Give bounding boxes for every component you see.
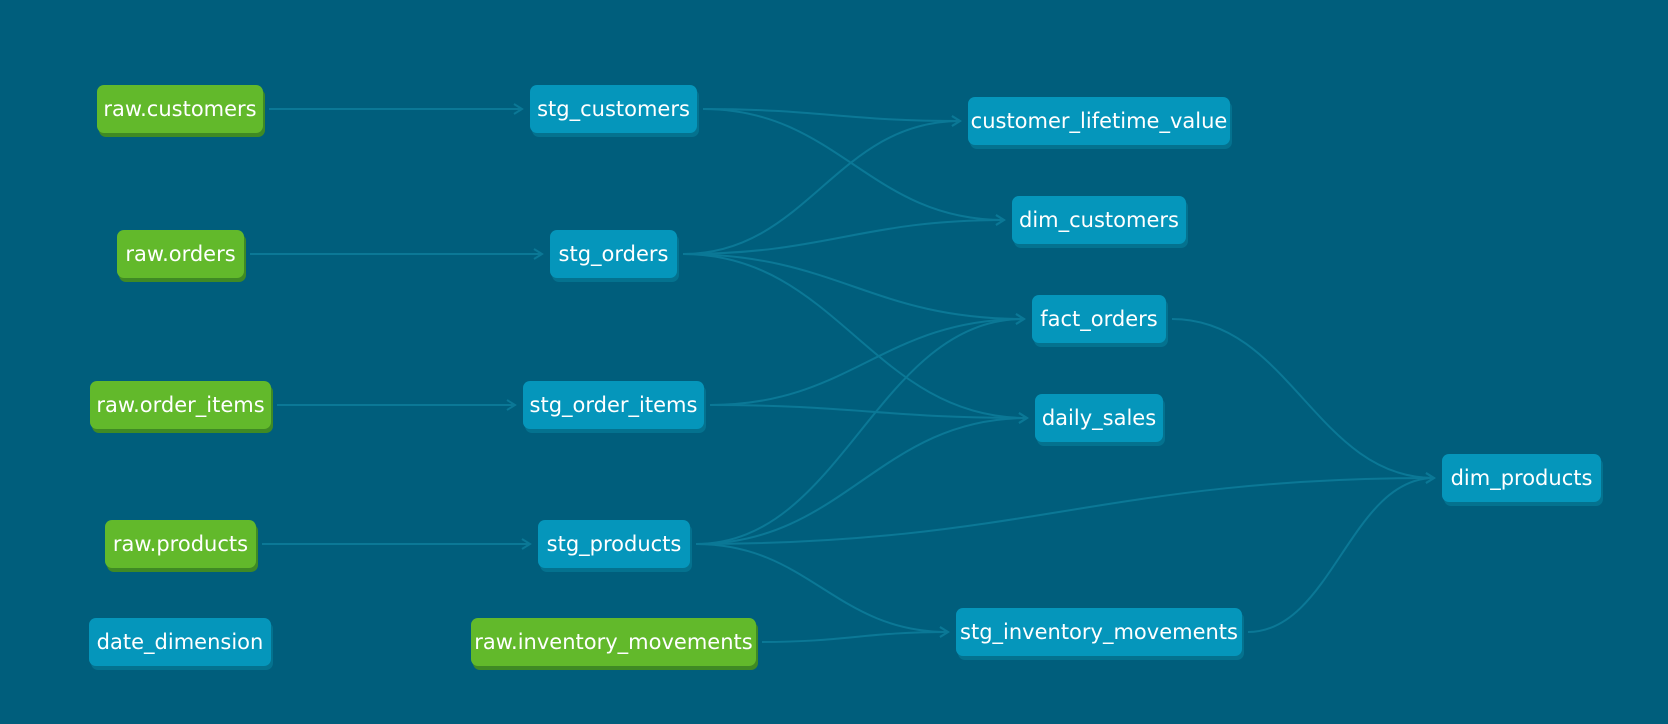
node-raw-order-items[interactable]: raw.order_items bbox=[90, 381, 271, 429]
arrow-head bbox=[1018, 412, 1029, 424]
arrow-head bbox=[506, 399, 517, 411]
edge-raw_inventory_movements-to-stg_inventory_movements bbox=[761, 631, 949, 643]
edge-stg_inventory_movements-to-dim_products bbox=[1247, 477, 1435, 633]
edge-stg_orders-to-customer_lifetime_value bbox=[682, 120, 961, 255]
edge-stg_customers-to-customer_lifetime_value bbox=[702, 108, 961, 122]
node-stg-inventory-movements[interactable]: stg_inventory_movements bbox=[956, 608, 1242, 656]
node-stg-products[interactable]: stg_products bbox=[538, 520, 690, 568]
edge-stg_customers-to-dim_customers bbox=[702, 108, 1005, 221]
arrow-head bbox=[951, 115, 962, 127]
node-dim-customers[interactable]: dim_customers bbox=[1012, 196, 1186, 244]
edge-stg_products-to-dim_products bbox=[695, 477, 1435, 545]
edge-stg_products-to-stg_inventory_movements bbox=[695, 543, 949, 633]
node-stg-orders[interactable]: stg_orders bbox=[550, 230, 677, 278]
node-raw-customers[interactable]: raw.customers bbox=[97, 85, 263, 133]
node-raw-orders[interactable]: raw.orders bbox=[117, 230, 244, 278]
node-stg-customers[interactable]: stg_customers bbox=[530, 85, 697, 133]
arrow-head bbox=[995, 214, 1006, 226]
arrow-head bbox=[533, 248, 544, 260]
edge-stg_products-to-daily_sales bbox=[695, 417, 1028, 545]
arrow-head bbox=[939, 626, 950, 638]
arrow-head bbox=[1015, 313, 1026, 325]
edge-stg_orders-to-dim_customers bbox=[682, 219, 1005, 255]
edge-stg_orders-to-daily_sales bbox=[682, 253, 1028, 419]
node-raw-products[interactable]: raw.products bbox=[105, 520, 256, 568]
edge-fact_orders-to-dim_products bbox=[1171, 318, 1435, 479]
arrow-head bbox=[521, 538, 532, 550]
edge-stg_order_items-to-fact_orders bbox=[709, 318, 1025, 406]
arrow-head bbox=[1425, 472, 1436, 484]
node-stg-order-items[interactable]: stg_order_items bbox=[523, 381, 704, 429]
edge-stg_orders-to-fact_orders bbox=[682, 253, 1025, 320]
node-dim-products[interactable]: dim_products bbox=[1442, 454, 1601, 502]
node-date-dimension[interactable]: date_dimension bbox=[89, 618, 271, 666]
edge-stg_products-to-fact_orders bbox=[695, 318, 1025, 545]
edge-stg_order_items-to-daily_sales bbox=[709, 404, 1028, 419]
node-raw-inventory-movements[interactable]: raw.inventory_movements bbox=[471, 618, 756, 666]
arrow-head bbox=[513, 103, 524, 115]
node-fact-orders[interactable]: fact_orders bbox=[1032, 295, 1166, 343]
node-daily-sales[interactable]: daily_sales bbox=[1035, 394, 1163, 442]
node-customer-lifetime-value[interactable]: customer_lifetime_value bbox=[968, 97, 1230, 145]
